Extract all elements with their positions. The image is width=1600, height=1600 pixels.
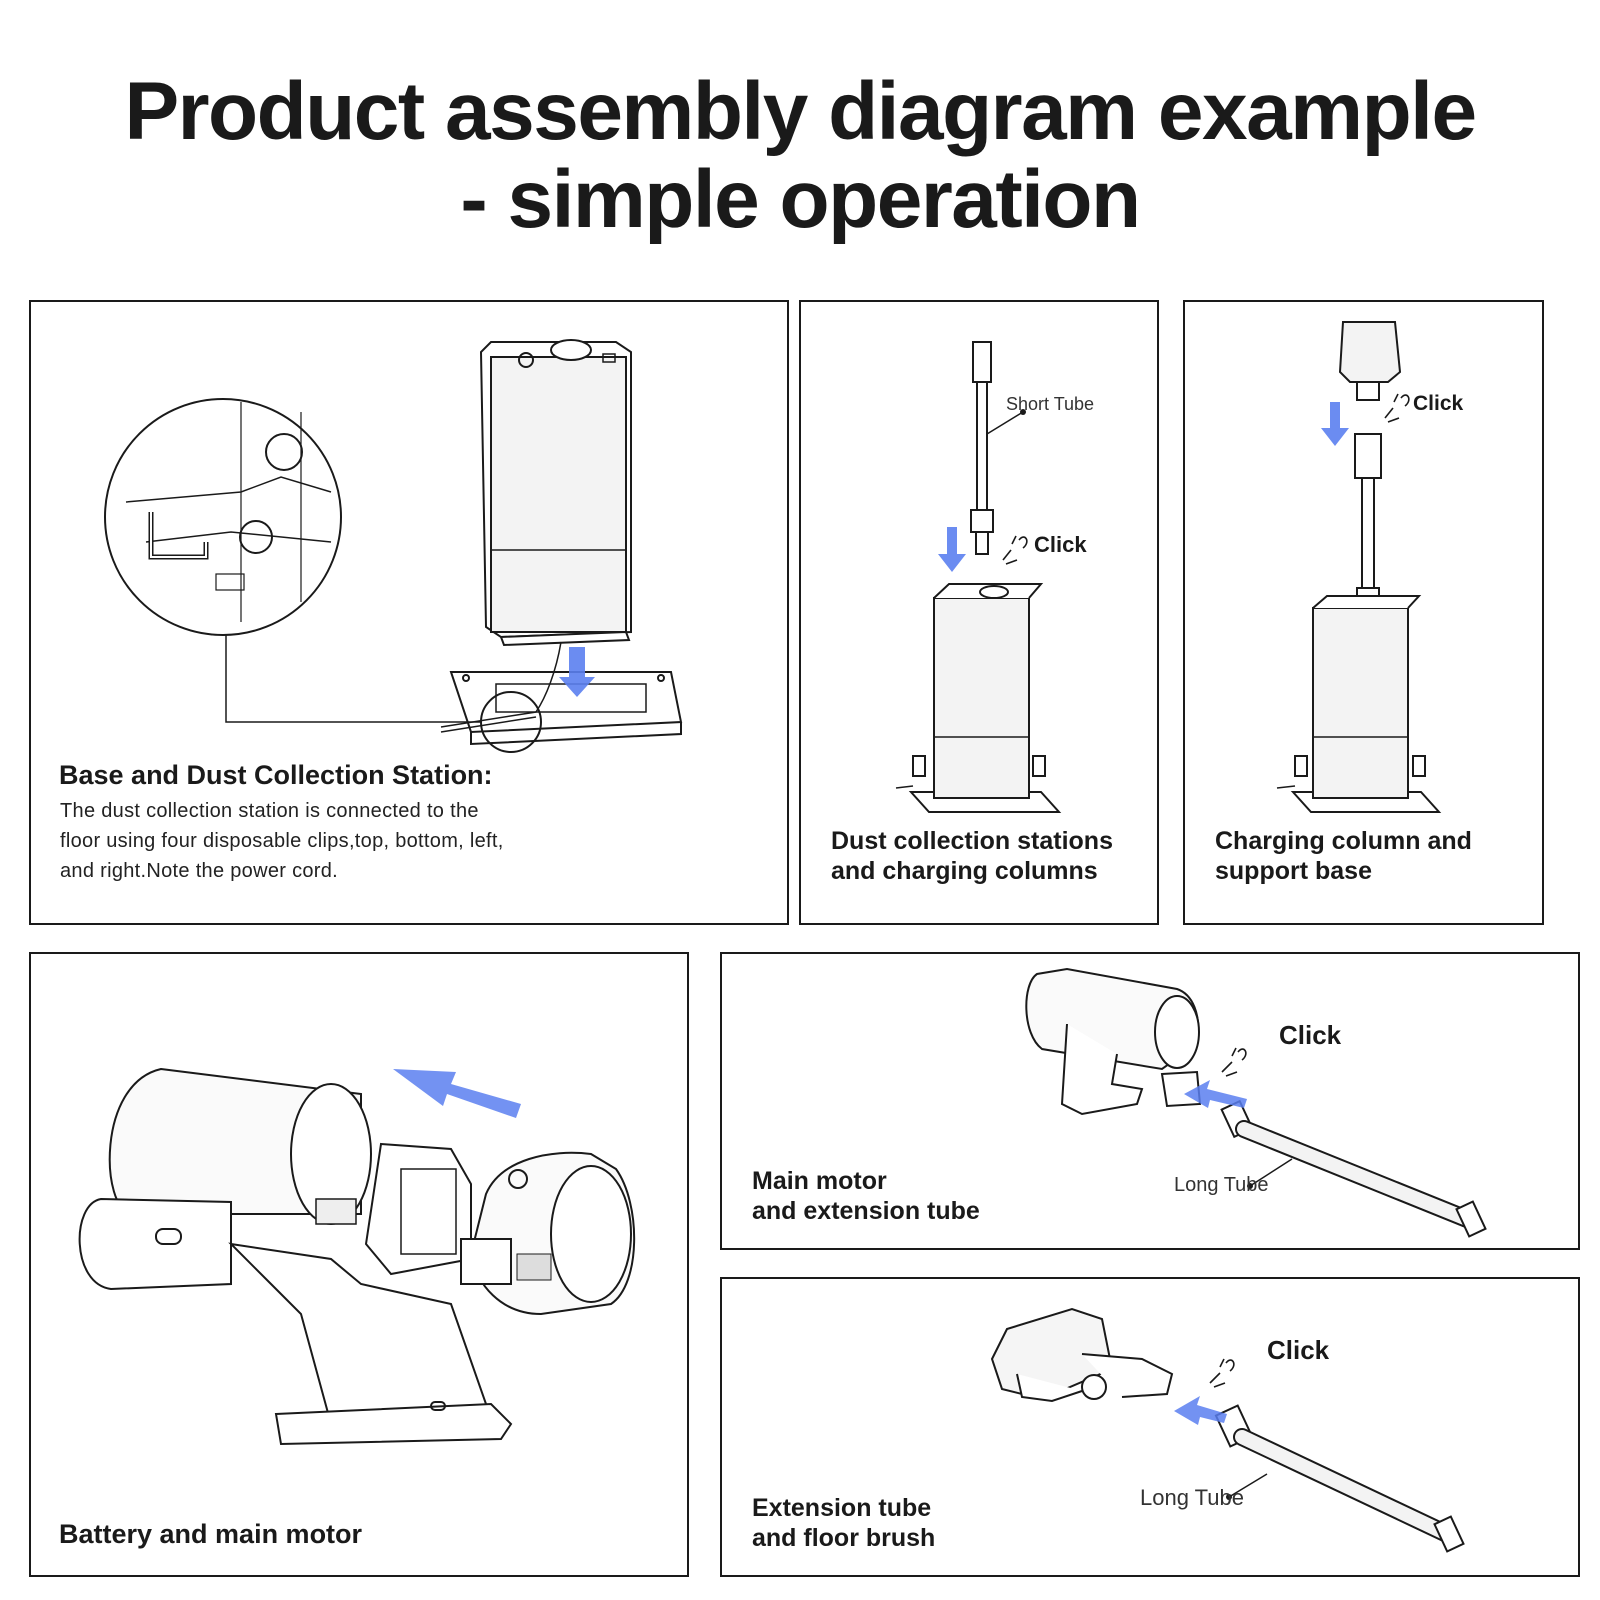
charging-column-illustration [1276,321,1442,813]
base-station-heading: Base and Dust Collection Station: [59,760,493,790]
page-title-line-1: Product assembly diagram example [124,66,1477,157]
page-title-line-2: - simple operation [460,154,1141,245]
arrow-down-icon [559,647,595,697]
arrow-down-icon [1321,402,1349,446]
tube-brush-illustration [990,1307,1465,1553]
base-station-desc-line-3: and right.Note the power cord. [60,860,339,882]
base-station-illustration [104,339,683,753]
battery-motor-illustration [78,1067,636,1446]
panel-motor-tube: Click Long Tube Main motor and extension… [720,952,1580,1250]
dust-collection-heading-line-1: Dust collection stations [831,827,1113,855]
page-title: Product assembly diagram example - simpl… [0,68,1600,244]
arrow-left-icon [393,1069,521,1118]
charging-column-heading-line-2: support base [1215,857,1372,885]
battery-motor-heading: Battery and main motor [59,1519,363,1549]
click-sound-icon [1221,1047,1247,1077]
dust-click-label: Click [1034,532,1087,557]
arrow-left-icon [1184,1080,1247,1108]
motor-tube-heading-line-1: Main motor [752,1167,887,1195]
motor-tube-heading-line-2: and extension tube [752,1197,980,1225]
brush-click-label: Click [1267,1335,1330,1365]
tube-brush-heading-line-1: Extension tube [752,1494,932,1522]
tube-brush-heading-line-2: and floor brush [752,1524,936,1552]
arrow-down-icon [938,527,966,572]
short-tube-label: Short Tube [1006,394,1095,414]
click-sound-icon [1384,393,1410,423]
panel-battery-motor: Battery and main motor [29,952,689,1577]
panel-tube-brush: Click Long Tube Extension tube and floor… [720,1277,1580,1577]
charging-click-label: Click [1413,392,1464,415]
panel-base-station: Base and Dust Collection Station: The du… [29,300,789,925]
click-sound-icon [1209,1358,1235,1388]
motor-long-tube-label: Long Tube [1174,1174,1269,1196]
dust-collection-heading-line-2: and charging columns [831,857,1098,885]
arrow-left-icon [1174,1396,1227,1425]
motor-click-label: Click [1279,1020,1342,1050]
charging-column-heading-line-1: Charging column and [1215,827,1472,855]
panel-dust-collection: Short Tube Click Dust collection station… [799,300,1159,925]
click-sound-icon [1002,535,1028,565]
motor-tube-illustration [1025,967,1487,1238]
base-station-desc-line-1: The dust collection station is connected… [60,800,479,822]
panel-charging-column: Click Charging column and support base [1183,300,1544,925]
dust-collection-illustration [895,341,1062,813]
base-station-desc-line-2: floor using four disposable clips,top, b… [60,830,504,852]
brush-long-tube-label: Long Tube [1140,1485,1244,1510]
